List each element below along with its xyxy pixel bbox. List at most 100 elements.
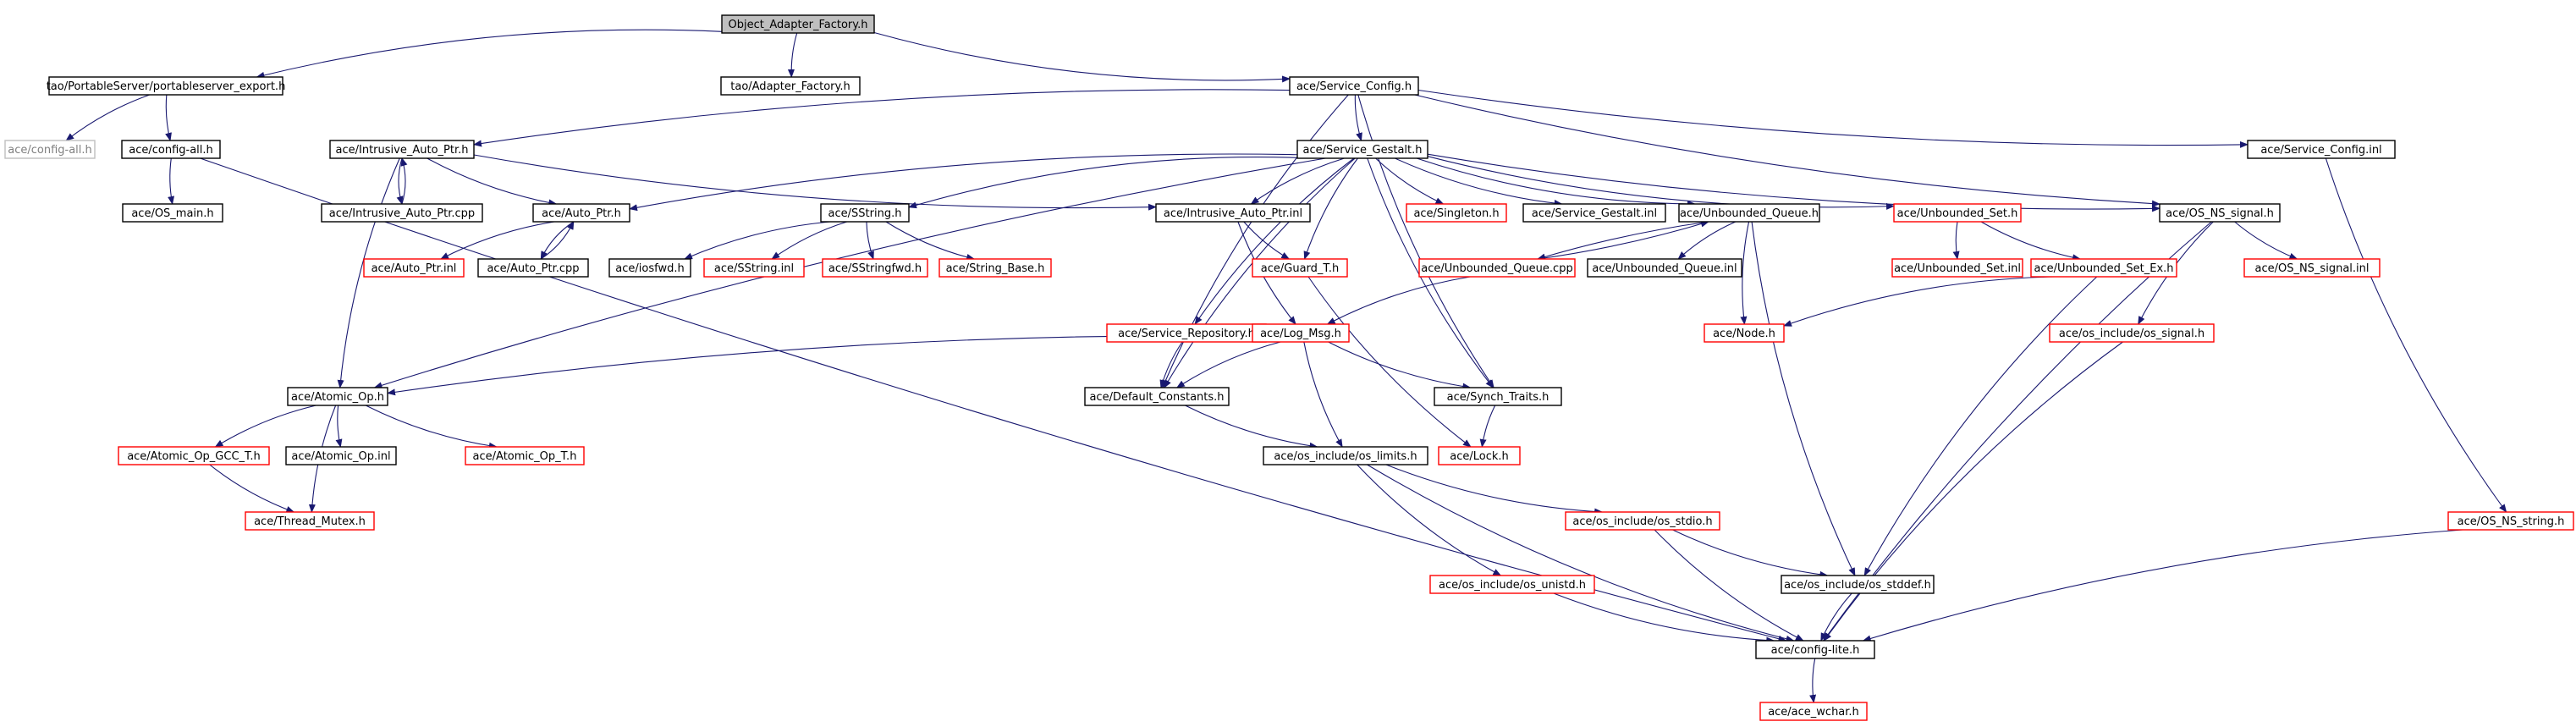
node-box — [329, 140, 475, 159]
node-aot[interactable]: ace/Atomic_Op_T.h — [465, 446, 585, 465]
edge-sg-to-defc — [1164, 157, 1356, 388]
edge-logmsg-to-oslimits — [1303, 341, 1343, 448]
node-box — [2243, 258, 2381, 278]
node-box — [1429, 575, 1595, 594]
node-tmutex[interactable]: ace/Thread_Mutex.h — [245, 511, 375, 531]
node-iap[interactable]: ace/Intrusive_Auto_Ptr.h — [329, 140, 475, 159]
node-box — [118, 446, 270, 465]
node-iapcpp[interactable]: ace/Intrusive_Auto_Ptr.cpp — [321, 203, 483, 223]
node-apinl[interactable]: ace/Auto_Ptr.inl — [363, 258, 465, 278]
node-oslimits[interactable]: ace/os_include/os_limits.h — [1263, 446, 1428, 465]
node-atomic[interactable]: ace/Atomic_Op.h — [287, 387, 388, 406]
edge-us-to-usinl — [1952, 221, 1960, 260]
node-logmsg[interactable]: ace/Log_Msg.h — [1252, 323, 1350, 343]
edge-usex-to-node — [1783, 276, 2056, 327]
edge-ss-to-ssinl — [771, 221, 848, 260]
node-uq[interactable]: ace/Unbounded_Queue.h — [1678, 203, 1820, 223]
edge-scinl-to-osnsstr — [2325, 157, 2507, 513]
node-sg[interactable]: ace/Service_Gestalt.h — [1296, 140, 1428, 159]
node-cfgall_ext: ace/config-all.h — [4, 140, 96, 159]
node-box — [720, 76, 861, 96]
node-label: ace/Log_Msg.h — [1260, 328, 1341, 340]
node-box — [2049, 323, 2215, 343]
edge-ap-to-apinl — [440, 221, 555, 260]
edge-oslimits-to-osstdio — [1385, 464, 1604, 515]
node-aoinl[interactable]: ace/Atomic_Op.inl — [285, 446, 397, 465]
edge-osnsstr-to-cfglite — [1862, 529, 2463, 642]
node-sc[interactable]: ace/Service_Config.h — [1289, 76, 1419, 96]
node-iapinl[interactable]: ace/Intrusive_Auto_Ptr.inl — [1155, 203, 1311, 223]
edge-sg-to-synch — [1367, 157, 1494, 388]
node-label: ace/SString.h — [828, 207, 902, 220]
node-usinl[interactable]: ace/Unbounded_Set.inl — [1891, 258, 2023, 278]
node-label: ace/config-all.h — [8, 144, 92, 157]
node-node[interactable]: ace/Node.h — [1704, 323, 1785, 343]
edge-oslimits-to-cfglite — [1367, 464, 1795, 642]
node-label: ace/Intrusive_Auto_Ptr.cpp — [329, 207, 475, 220]
edge-sc-to-osns — [1414, 94, 2160, 207]
edge-defc-to-oslimits — [1185, 405, 1318, 449]
node-lock[interactable]: ace/Lock.h — [1438, 446, 1521, 465]
node-srep[interactable]: ace/Service_Repository.h — [1106, 323, 1267, 343]
edge-sg-to-singleton — [1375, 157, 1445, 205]
node-strbase[interactable]: ace/String_Base.h — [938, 258, 1052, 278]
node-label: ace/Auto_Ptr.h — [542, 207, 621, 220]
node-pse[interactable]: tao/PortableServer/portableserver_export… — [47, 76, 286, 96]
node-uqinl[interactable]: ace/Unbounded_Queue.inl — [1587, 258, 1742, 278]
node-label: ace/Unbounded_Set_Ex.h — [2034, 262, 2173, 275]
node-osnsinl[interactable]: ace/OS_NS_signal.inl — [2243, 258, 2381, 278]
node-wchar[interactable]: ace/ace_wchar.h — [1759, 702, 1868, 721]
node-box — [1406, 203, 1507, 223]
node-aogcc[interactable]: ace/Atomic_Op_GCC_T.h — [118, 446, 270, 465]
node-box — [122, 203, 223, 223]
node-box — [938, 258, 1052, 278]
node-label: ace/Lock.h — [1450, 450, 1509, 463]
node-label: ace/Thread_Mutex.h — [254, 515, 366, 528]
node-iosfwd[interactable]: ace/iosfwd.h — [608, 258, 691, 278]
node-ss[interactable]: ace/SString.h — [820, 203, 910, 223]
node-ssinl[interactable]: ace/SString.inl — [703, 258, 805, 278]
node-apcpp[interactable]: ace/Auto_Ptr.cpp — [477, 258, 589, 278]
node-osunistd[interactable]: ace/os_include/os_unistd.h — [1429, 575, 1595, 594]
node-label: tao/Adapter_Factory.h — [730, 80, 850, 93]
node-synch[interactable]: ace/Synch_Traits.h — [1434, 387, 1562, 406]
edge-iap-to-iapcpp — [396, 157, 404, 205]
node-uqcpp[interactable]: ace/Unbounded_Queue.cpp — [1418, 258, 1576, 278]
node-box — [285, 446, 397, 465]
node-box — [1781, 575, 1935, 594]
node-osns[interactable]: ace/OS_NS_signal.h — [2159, 203, 2281, 223]
node-box — [1704, 323, 1785, 343]
node-guard[interactable]: ace/Guard_T.h — [1252, 258, 1348, 278]
node-label: ace/config-lite.h — [1771, 644, 1860, 657]
edge-atomic-to-aoinl — [335, 405, 343, 448]
node-box — [1252, 323, 1350, 343]
edge-sc-to-scinl — [1417, 89, 2248, 148]
node-label: ace/SString.inl — [714, 262, 794, 275]
node-defc[interactable]: ace/Default_Constants.h — [1084, 387, 1230, 406]
node-box — [245, 511, 375, 531]
node-usex[interactable]: ace/Unbounded_Set_Ex.h — [2030, 258, 2177, 278]
node-box — [1084, 387, 1230, 406]
node-scinl[interactable]: ace/Service_Config.inl — [2247, 140, 2396, 159]
node-ssfwd[interactable]: ace/SStringfwd.h — [822, 258, 928, 278]
node-us[interactable]: ace/Unbounded_Set.h — [1893, 203, 2022, 223]
node-label: ace/Unbounded_Queue.h — [1680, 207, 1819, 220]
node-box — [1759, 702, 1868, 721]
node-cfgall[interactable]: ace/config-all.h — [121, 140, 221, 159]
edge-sc-to-sg — [1354, 94, 1362, 141]
node-sginl[interactable]: ace/Service_Gestalt.inl — [1522, 203, 1666, 223]
node-label: ace/os_include/os_stdio.h — [1572, 515, 1712, 528]
node-cfglite[interactable]: ace/config-lite.h — [1755, 640, 1875, 659]
node-singleton[interactable]: ace/Singleton.h — [1406, 203, 1507, 223]
node-label: ace/Intrusive_Auto_Ptr.h — [336, 144, 469, 157]
node-af[interactable]: tao/Adapter_Factory.h — [720, 76, 861, 96]
node-ap[interactable]: ace/Auto_Ptr.h — [532, 203, 630, 223]
node-box — [1438, 446, 1521, 465]
edge-iap-to-ap — [427, 157, 558, 207]
node-ossig[interactable]: ace/os_include/os_signal.h — [2049, 323, 2215, 343]
node-osnsstr[interactable]: ace/OS_NS_string.h — [2447, 511, 2574, 531]
node-osmain[interactable]: ace/OS_main.h — [122, 203, 223, 223]
node-osstdio[interactable]: ace/os_include/os_stdio.h — [1565, 511, 1720, 531]
edge-atomic-to-aogcc — [214, 405, 316, 448]
node-osstddef[interactable]: ace/os_include/os_stddef.h — [1781, 575, 1935, 594]
